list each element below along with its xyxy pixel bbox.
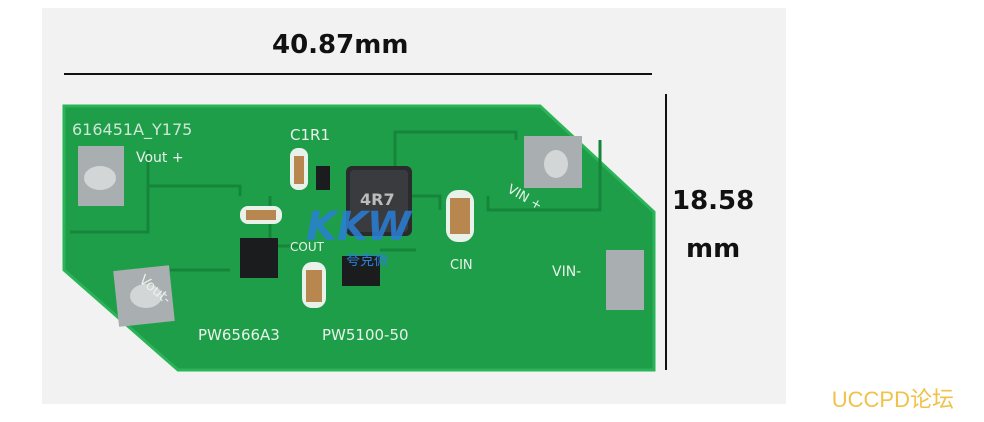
cin-label: CIN [450,258,473,273]
height-dimension-label: 18.58 [672,186,755,216]
pw6566-label: PW6566A3 [198,326,280,344]
uccpd-watermark: UCCPD论坛 [831,387,954,412]
logo-subtext: 夸克微 [346,253,388,269]
height-dimension-unit: mm [686,234,741,264]
vin-minus-pad [606,250,644,310]
pcb-outline [62,104,656,372]
r1-resistor [316,166,330,190]
cout-label: COUT [290,240,324,254]
kkw-logo: KKW [306,204,413,250]
width-dimension-label: 40.87mm [272,30,409,60]
vout-plus-label: Vout + [136,150,184,166]
board-id-label: 616451A_Y175 [72,120,193,139]
c1r1-label: C1R1 [290,126,330,144]
pw5100-chip [342,256,380,286]
vin-minus-label: VIN- [552,264,582,280]
inductor-label: 4R7 [360,190,395,209]
pw5100-label: PW5100-50 [322,326,409,344]
pw6566-chip [240,238,278,278]
